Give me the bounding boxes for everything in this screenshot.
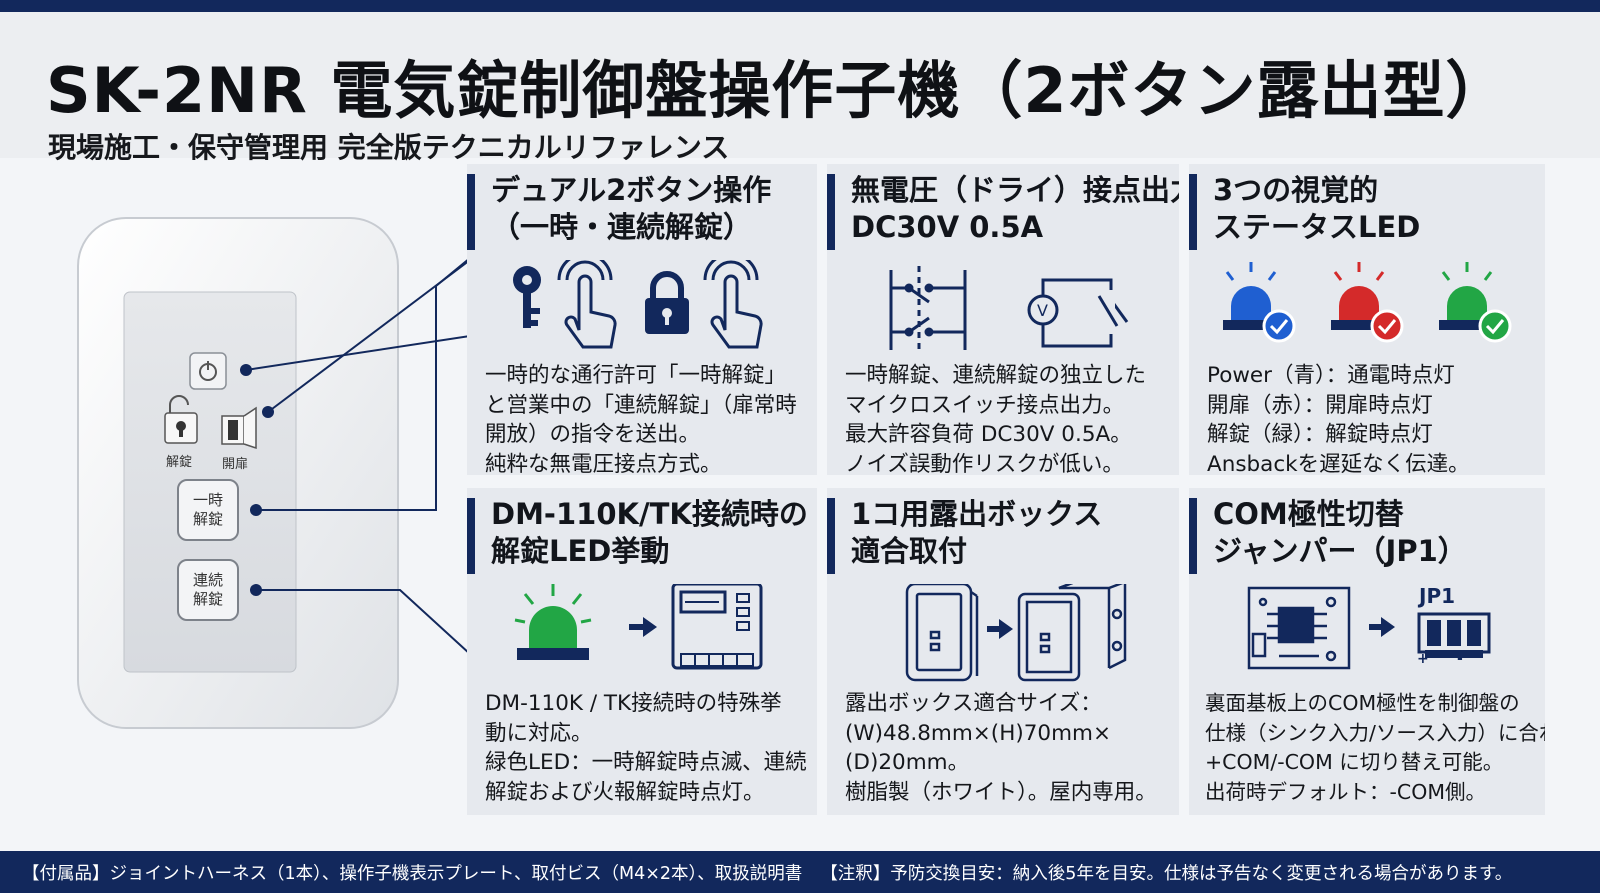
panel-com-jumper: COM極性切替 ジャンパー（JP1） JP1 + - 裏面基板上のCOM極性を制… (1189, 488, 1545, 815)
panel-title-2: ステータスLED (1213, 210, 1421, 244)
svg-text:V: V (1037, 301, 1048, 320)
device-svg (77, 217, 471, 729)
red-beacon-icon (1331, 262, 1404, 343)
panel-title: 無電圧（ドライ）接点出力 (851, 173, 1179, 207)
touch-hand-icon (703, 260, 763, 349)
arrow-right-icon (629, 617, 657, 637)
top-bar (0, 0, 1600, 12)
panel-title-2: 適合取付 (851, 534, 968, 568)
panel-dual-button: デュアル2ボタン操作 （一時・連続解錠） 一時的な通行許可「一時解錠」 と営業中… (467, 164, 817, 475)
button-label-line2: 解錠 (192, 590, 223, 608)
panel-title: デュアル2ボタン操作 (491, 173, 772, 207)
panel-title-2: ジャンパー（JP1） (1213, 534, 1467, 568)
panel-title: DM-110K/TK接続時の (491, 497, 808, 531)
panel-icons (1247, 586, 1491, 670)
switch-plate-icon (905, 584, 979, 682)
panel-body: 一時解錠、連続解錠の独立した マイクロスイッチ接点出力。 最大許容負荷 DC30… (845, 363, 1147, 475)
panel-body: 露出ボックス適合サイズ： (W)48.8mm×(H)70mm× (D)20mm。… (845, 691, 1157, 805)
arrow-right-icon (1369, 617, 1395, 637)
label-open: 開扉 (222, 457, 249, 472)
panel-title-2: （一時・連続解錠） (491, 210, 753, 244)
panel-body: 一時的な通行許可「一時解錠」 と営業中の「連続解錠」（扉常時 開放）の指令を送出… (485, 363, 797, 475)
page-subtitle: 現場施工・保守管理用 完全版テクニカルリファレンス (48, 131, 730, 164)
arrow-right-icon (987, 619, 1013, 639)
header: SK-2NR 電気錠制御盤操作子機（2ボタン露出型） 現場施工・保守管理用 完全… (0, 12, 1600, 164)
dry-contact-icon (889, 266, 967, 354)
jumper-plus: + (1417, 651, 1429, 667)
key-icon (513, 266, 541, 328)
panel-body: Power（青）：通電時点灯 開扉（赤）：開扉時点灯 解錠（緑）：解錠時点灯 A… (1207, 363, 1470, 475)
device-illustration: 解錠 開扉 一時 解錠 連続 解錠 (0, 158, 471, 851)
panel-title: 3つの視覚的 (1213, 173, 1379, 207)
panel-title: 1コ用露出ボックス (851, 497, 1103, 531)
panel-surface-box: 1コ用露出ボックス 適合取付 露出ボックス適合サイズ： (W)48.8mm×(H… (827, 488, 1179, 815)
page-title: SK-2NR 電気錠制御盤操作子機（2ボタン露出型） (46, 54, 1509, 127)
button-label-line1: 一時 (192, 491, 223, 509)
footer-notes: 【注釈】予防交換目安：納入後5年を目安。仕様は予告なく変更される場合があります。 (820, 863, 1513, 884)
panel-body: DM-110K / TK接続時の特殊挙 動に対応。 緑色LED：一時解錠時点滅、… (485, 691, 807, 805)
panel-status-led: 3つの視覚的 ステータスLED Power（青）：通電時点灯 開扉（赤）：開扉時… (1189, 164, 1545, 475)
panel-title: COM極性切替 (1213, 497, 1404, 531)
panel-title-2: DC30V 0.5A (851, 210, 1044, 244)
padlock-icon (645, 271, 689, 334)
temporary-unlock-button[interactable]: 一時 解錠 (178, 480, 238, 540)
green-beacon-icon (1439, 262, 1512, 343)
panel-icons (905, 584, 1127, 682)
jumper-minus: - (1457, 651, 1463, 667)
panel-body: 裏面基板上のCOM極性を制御盤の 仕様（シンク入力/ソース入力）に合わせて +C… (1205, 691, 1545, 804)
control-panel-icon (671, 584, 763, 670)
button-label-line1: 連続 (192, 571, 223, 589)
button-label-line2: 解錠 (192, 510, 223, 528)
panel-icons (1223, 262, 1512, 343)
continuous-unlock-button[interactable]: 連続 解錠 (178, 560, 238, 620)
panel-dry-contact: 無電圧（ドライ）接点出力 DC30V 0.5A V 一時解錠、連続解錠の独立した… (827, 164, 1179, 475)
panel-title-2: 解錠LED挙動 (491, 534, 670, 568)
footer: 【付属品】ジョイントハーネス（1本）、操作子機表示プレート、取付ビス（M4×2本… (0, 851, 1600, 893)
panel-icons (513, 260, 763, 349)
blue-beacon-icon (1223, 262, 1296, 343)
footer-accessories: 【付属品】ジョイントハーネス（1本）、操作子機表示プレート、取付ビス（M4×2本… (22, 863, 803, 884)
jumper-icon (1417, 612, 1491, 658)
panel-icons: V (889, 266, 1129, 354)
surface-box-icon (1017, 584, 1127, 682)
panel-icons (514, 584, 763, 670)
green-beacon-icon (514, 584, 592, 660)
touch-hand-icon (557, 260, 617, 349)
panel-dm110k-led: DM-110K/TK接続時の 解錠LED挙動 DM-110K / TK接続時の特… (467, 488, 817, 815)
label-unlock: 解錠 (166, 455, 193, 470)
circuit-board-icon (1247, 586, 1351, 670)
voltmeter-switch-icon: V (1027, 278, 1129, 348)
jumper-label: JP1 (1419, 584, 1456, 608)
